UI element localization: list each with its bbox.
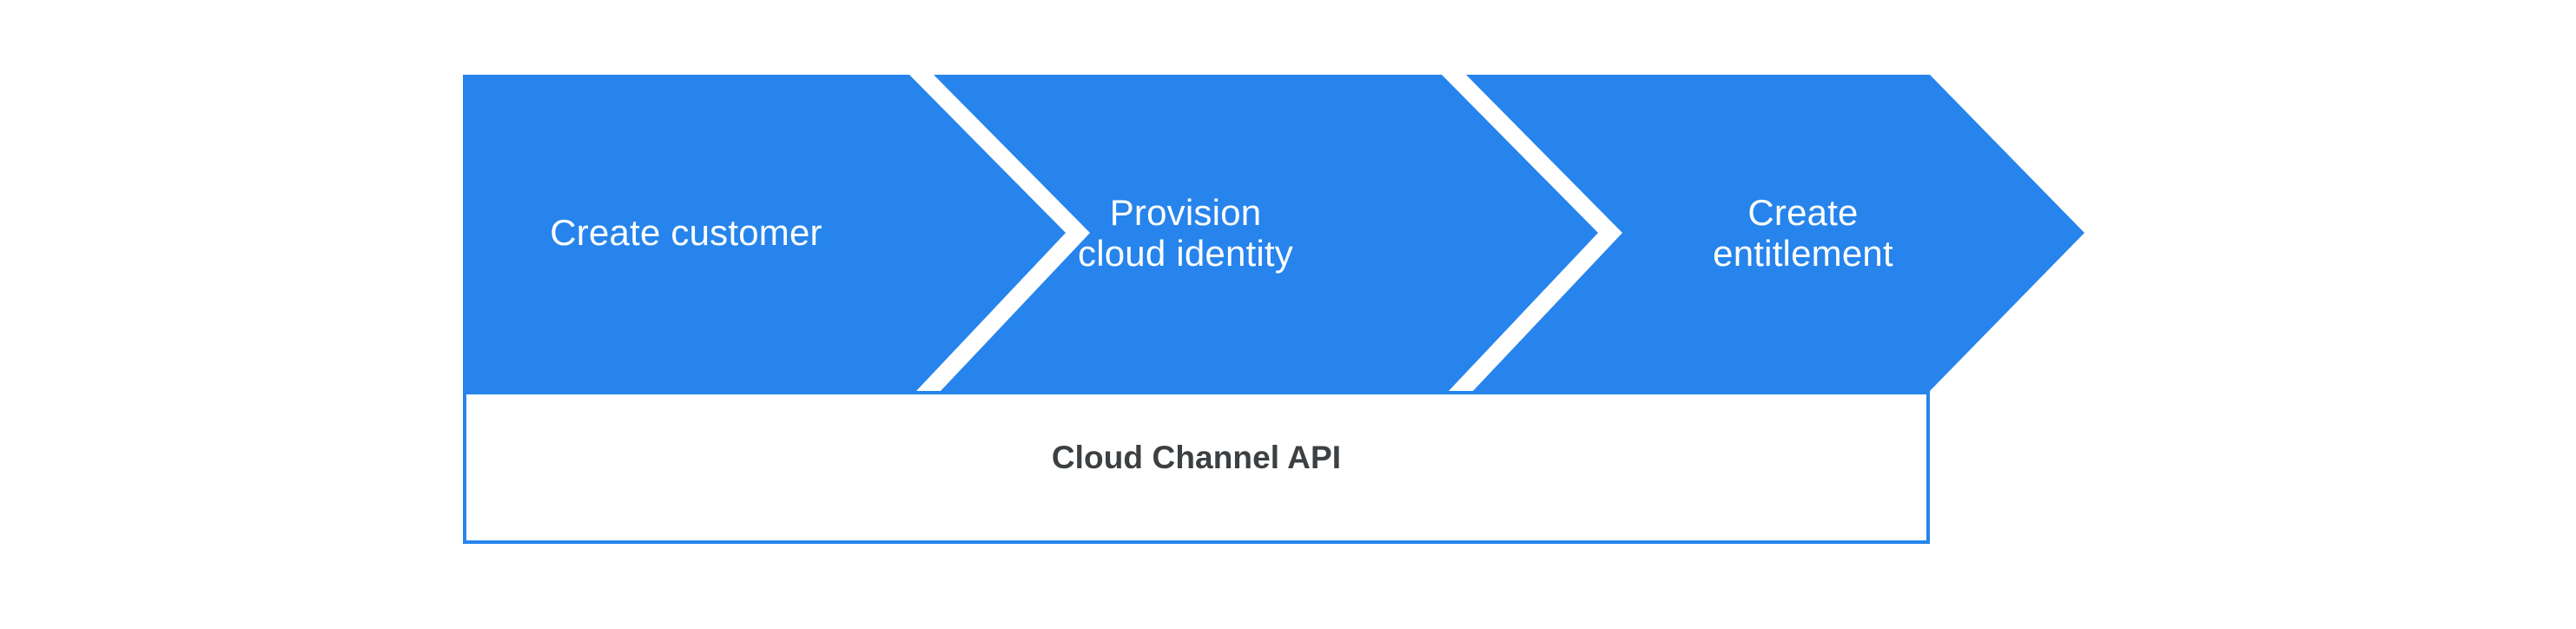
chevron-separator-1-icon [909,75,1090,391]
footer-label: Cloud Channel API [1051,440,1342,475]
process-step-create-customer[interactable]: Create customer [463,75,909,391]
footer-band[interactable]: Cloud Channel API [463,391,1930,544]
process-step-create-entitlement[interactable]: Create entitlement [1621,75,1985,391]
process-step-provision-cloud-identity[interactable]: Provision cloud identity [929,75,1442,391]
chevron-separator-2-icon [1442,75,1622,391]
process-step-label: Create entitlement [1713,191,1893,274]
arrow-band-shape [463,75,2084,391]
process-step-label: Provision cloud identity [1078,191,1293,274]
process-step-label: Create customer [550,212,822,254]
footer-box-shape [463,391,1930,544]
